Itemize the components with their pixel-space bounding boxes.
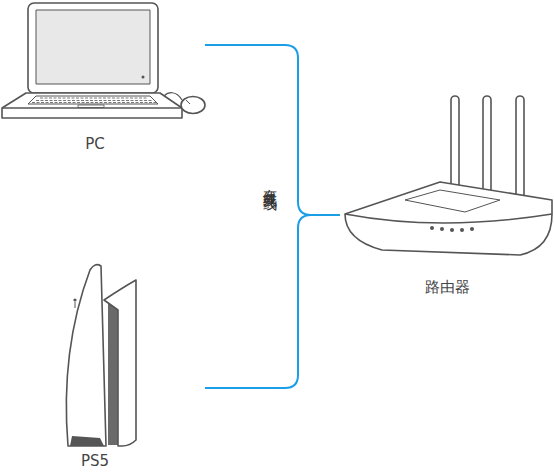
- router-illustration: [345, 96, 552, 255]
- device-node: PC: [0, 0, 205, 160]
- connector-path: [205, 215, 340, 388]
- connector-line: [205, 215, 340, 388]
- device-label: PS5: [40, 452, 150, 470]
- device-label: PC: [0, 135, 190, 153]
- device-label: 路由器: [340, 278, 554, 297]
- ps5-illustration: [66, 265, 136, 446]
- edge-label: 有线或无线: [262, 178, 278, 188]
- connector-line: [205, 45, 340, 215]
- device-node: 路由器: [340, 90, 554, 305]
- device-node: PS5: [40, 262, 205, 474]
- connector-path: [205, 45, 340, 215]
- laptop-illustration: [2, 3, 205, 118]
